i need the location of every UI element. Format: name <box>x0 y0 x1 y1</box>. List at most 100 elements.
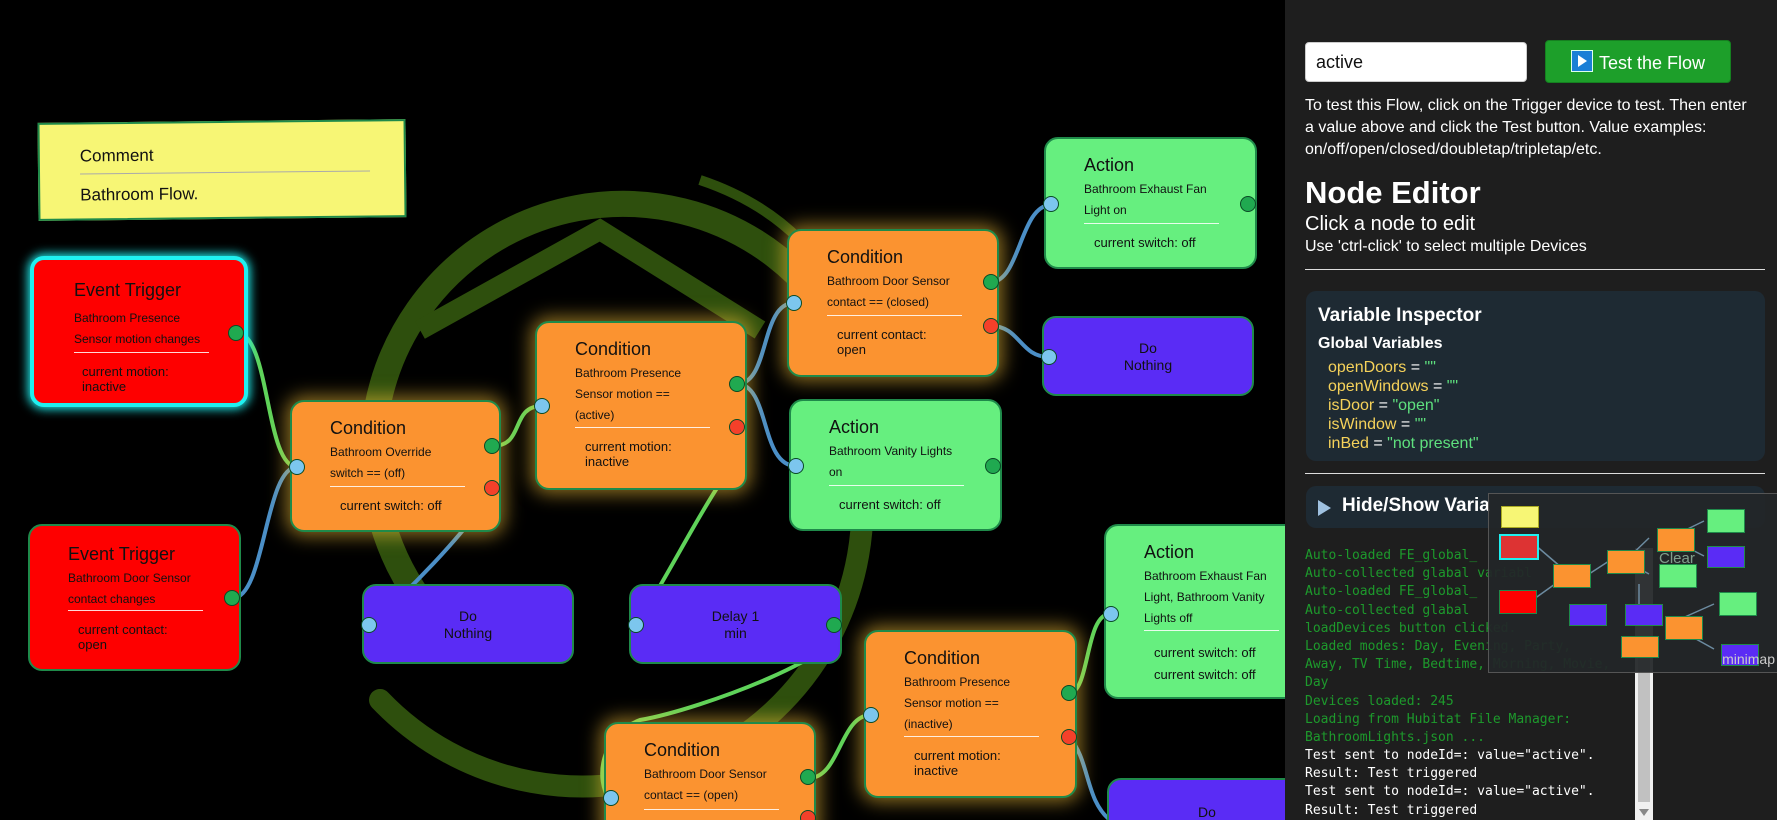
test-flow-button[interactable]: Test the Flow <box>1545 40 1731 83</box>
variable-row: openWindows = "" <box>1328 378 1459 395</box>
node-editor-subtitle: Click a node to edit <box>1305 213 1476 235</box>
play-triangle-icon <box>1318 500 1331 516</box>
node-state: current motion: inactive <box>914 748 1001 778</box>
node-divider <box>1084 223 1219 224</box>
true-port[interactable] <box>800 769 816 785</box>
input-port[interactable] <box>1043 196 1059 212</box>
node-title: Action <box>829 417 880 437</box>
minimap[interactable]: Clear minimap <box>1488 493 1777 673</box>
node-device: Bathroom Door Sensor contact == (open) <box>644 767 767 802</box>
node-label: Do Nothing <box>443 608 493 641</box>
comment-divider <box>80 170 371 175</box>
log-line: Auto-loaded FE_global_ <box>1305 548 1478 563</box>
input-port[interactable] <box>1103 606 1119 622</box>
node-title: Condition <box>644 740 721 760</box>
input-port[interactable] <box>289 459 305 475</box>
minimap-trigger <box>1499 590 1537 614</box>
condition-door-open[interactable]: Condition Bathroom Door Sensor contact =… <box>604 722 816 820</box>
input-port[interactable] <box>788 458 804 474</box>
true-port[interactable] <box>1061 685 1077 701</box>
condition-presence-inactive[interactable]: Condition Bathroom Presence Sensor motio… <box>864 630 1077 798</box>
true-port[interactable] <box>484 438 500 454</box>
input-port[interactable] <box>628 617 644 633</box>
input-port[interactable] <box>534 398 550 414</box>
scroll-thumb[interactable] <box>1638 644 1650 802</box>
minimap-nothing <box>1707 546 1745 568</box>
log-line: Devices loaded: 245 <box>1305 693 1454 709</box>
condition-presence-active[interactable]: Condition Bathroom Presence Sensor motio… <box>535 321 747 490</box>
false-port[interactable] <box>729 419 745 435</box>
minimap-action <box>1659 564 1697 588</box>
log-line: Auto-loaded FE_global_ <box>1305 584 1478 600</box>
input-port[interactable] <box>1041 349 1057 365</box>
node-device: Bathroom Door Sensor contact == (closed) <box>827 274 950 309</box>
node-state: current switch: off <box>340 498 442 513</box>
do-nothing-node-2[interactable]: Do Nothing <box>1042 316 1254 396</box>
log-line: Test sent to nodeId=: value="active". <box>1305 784 1595 800</box>
node-device: Bathroom Exhaust Fan Light, Bathroom Van… <box>1144 569 1267 625</box>
false-port[interactable] <box>800 810 816 820</box>
output-port[interactable] <box>224 590 240 606</box>
false-port[interactable] <box>1061 729 1077 745</box>
input-port[interactable] <box>603 790 619 806</box>
action-lights-off[interactable]: Action Bathroom Exhaust Fan Light, Bathr… <box>1104 524 1285 699</box>
do-nothing-node-1[interactable]: Do Nothing <box>362 584 574 664</box>
test-flow-label: Test the Flow <box>1598 52 1706 73</box>
log-line: Loading from Hubitat File Manager: <box>1305 711 1572 727</box>
node-device: Bathroom Presence Sensor motion == (acti… <box>575 366 682 422</box>
variable-row: inBed = "not present" <box>1328 435 1479 452</box>
true-port[interactable] <box>983 274 999 290</box>
minimap-condition <box>1657 528 1695 552</box>
output-port[interactable] <box>228 325 244 341</box>
node-state: current contact: open <box>78 622 168 652</box>
node-editor-hint: Use 'ctrl-click' to select multiple Devi… <box>1305 238 1587 255</box>
node-divider <box>74 352 209 353</box>
condition-override[interactable]: Condition Bathroom Override switch == (o… <box>290 400 501 532</box>
output-port[interactable] <box>826 617 842 633</box>
minimap-condition <box>1621 636 1659 658</box>
true-port[interactable] <box>729 376 745 392</box>
log-line: Result: Test triggered <box>1305 802 1478 818</box>
node-device: Bathroom Exhaust Fan Light on <box>1084 182 1207 217</box>
action-exhaust-fan-on[interactable]: Action Bathroom Exhaust Fan Light on cur… <box>1044 137 1257 269</box>
false-port[interactable] <box>983 318 999 334</box>
variable-list: openDoors = "" openWindows = "" isDoor =… <box>1328 358 1479 453</box>
input-port[interactable] <box>361 617 377 633</box>
hide-show-label: Hide/Show Varia <box>1342 495 1490 516</box>
output-port[interactable] <box>1240 196 1256 212</box>
variable-inspector-title: Variable Inspector <box>1318 305 1482 326</box>
node-label: Do Nothing <box>1123 340 1173 373</box>
log-line: loadDevices button clicked. <box>1305 620 1517 636</box>
divider <box>1305 269 1765 270</box>
test-value-input[interactable] <box>1305 42 1527 82</box>
node-title: Action <box>1144 542 1195 562</box>
comment-node[interactable]: Comment Bathroom Flow. <box>37 119 407 221</box>
node-divider <box>644 809 779 810</box>
event-trigger-presence[interactable]: Event Trigger Bathroom Presence Sensor m… <box>30 256 248 407</box>
minimap-comment <box>1501 506 1539 528</box>
false-port[interactable] <box>484 480 500 496</box>
node-state: current motion: inactive <box>82 364 169 394</box>
test-help-text: To test this Flow, click on the Trigger … <box>1305 97 1747 158</box>
delay-node[interactable]: Delay 1 min <box>629 584 842 664</box>
input-port[interactable] <box>863 707 879 723</box>
log-line: Auto-collected glabal variabl <box>1305 566 1532 582</box>
side-panel: Test the Flow To test this Flow, click o… <box>1285 0 1777 820</box>
node-label: Do <box>1198 804 1216 820</box>
action-vanity-lights[interactable]: Action Bathroom Vanity Lights on current… <box>789 399 1002 531</box>
flow-canvas[interactable]: Comment Bathroom Flow. Event Trigger Bat… <box>0 0 1285 820</box>
input-port[interactable] <box>786 295 802 311</box>
minimap-condition <box>1665 616 1703 640</box>
do-nothing-node-3[interactable]: Do <box>1107 778 1285 820</box>
comment-title: Comment <box>79 145 154 166</box>
event-trigger-door[interactable]: Event Trigger Bathroom Door Sensor conta… <box>28 524 241 671</box>
condition-door-closed[interactable]: Condition Bathroom Door Sensor contact =… <box>787 229 999 377</box>
node-title: Condition <box>575 339 652 359</box>
node-label: Delay 1 min <box>711 608 760 641</box>
minimap-nothing <box>1569 604 1607 626</box>
scroll-down-arrow-icon[interactable] <box>1639 809 1649 816</box>
log-line: Test sent to nodeId=: value="active". <box>1305 748 1595 764</box>
clear-log-button[interactable]: Clear <box>1659 550 1695 567</box>
variable-inspector: Variable Inspector Global Variables open… <box>1306 291 1765 461</box>
output-port[interactable] <box>985 458 1001 474</box>
